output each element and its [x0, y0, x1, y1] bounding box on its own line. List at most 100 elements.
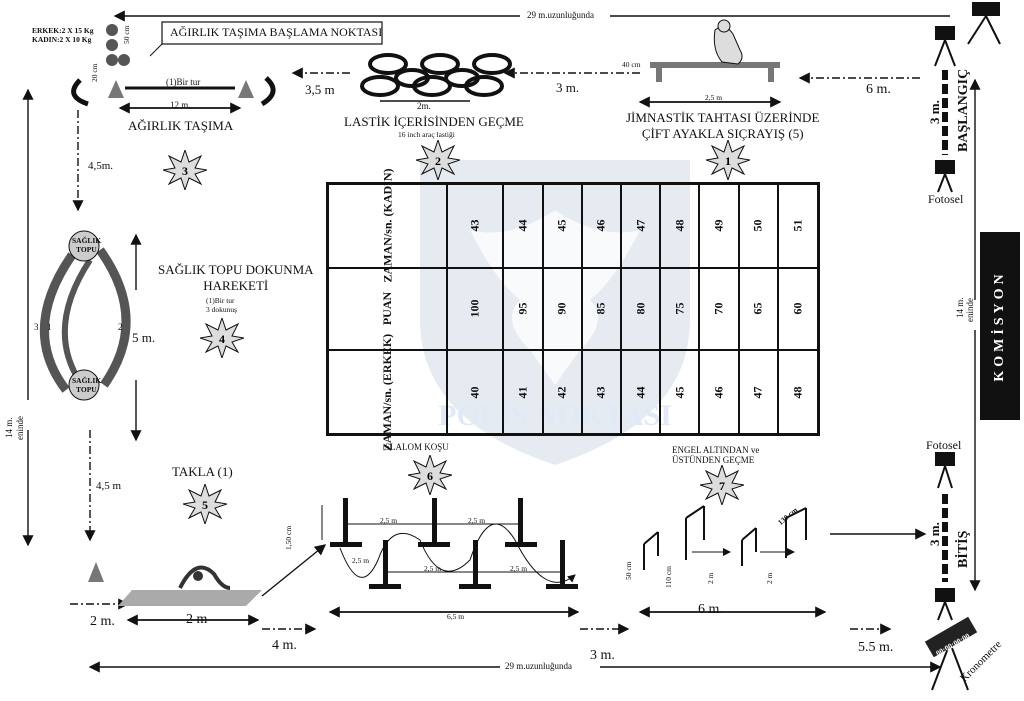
carry-length: 12 m. [170, 100, 191, 110]
table-cell: 45 [541, 182, 583, 269]
table-cell: 43 [446, 182, 505, 269]
slalom-total: 6,5 m [447, 612, 465, 621]
committee-text: KOMİSYON [992, 270, 1007, 382]
station-1-title-line1: JİMNASTİK TAHTASI ÜZERİNDE [626, 110, 820, 125]
station-5-num: 5 [202, 498, 208, 512]
gap-3: 3 m. [556, 80, 580, 95]
slalom-gap-d: 2,5 m [510, 564, 528, 573]
row-label-men: ZAMAN/sn. (ERKEK) [326, 333, 449, 451]
photocell-icon [934, 26, 956, 621]
table-cell: 46 [580, 182, 622, 269]
station-7-badge: 7 [699, 463, 745, 510]
finish-label: BİTİŞ [956, 530, 971, 568]
men-weight: ERKEK:2 X 15 Kg [32, 26, 94, 35]
table-cell: 47 [737, 349, 779, 436]
ball-top-label-b: TOPU [76, 245, 97, 254]
tire-icon [360, 53, 512, 97]
hurdle-icons [643, 505, 807, 570]
cone-icon [108, 80, 124, 98]
station-6-title: SLALOM KOŞU [385, 442, 449, 452]
gap-4-5-bottom: 4,5 m [96, 480, 122, 492]
table-cell: 95 [502, 266, 544, 352]
station-2-badge: 2 [415, 138, 461, 185]
table-cell: 50 [737, 182, 779, 269]
station-1-title-line2: ÇİFT AYAKLA SIÇRAYIŞ (5) [641, 126, 804, 141]
photocell-bottom-label: Fotosel [926, 438, 962, 452]
tire-width: 2m. [417, 101, 431, 111]
station-5-badge: 5 [182, 482, 228, 529]
row-label-points: PUAN [326, 266, 449, 352]
station-4-sub2: 3 dokunuş [206, 305, 238, 314]
table-cell: 65 [737, 266, 779, 352]
ball-loop [39, 230, 131, 401]
station-7-title: ENGEL ALTINDAN ve ÜSTÜNDEN GEÇME [672, 445, 759, 465]
start-width: 3 m. [927, 100, 942, 124]
ball-distance: 5 m. [132, 330, 156, 345]
table-row: ZAMAN/sn. (ERKEK) 40 41 42 43 44 45 46 4… [326, 333, 820, 451]
chronometer-icon [924, 616, 978, 691]
table-cell: 49 [698, 182, 740, 269]
table-cell: 100 [446, 266, 505, 352]
gap-2: 2 m. [90, 614, 115, 629]
table-cell: 80 [619, 266, 662, 352]
hurdle-high: 110 cm [664, 565, 673, 588]
table-cell: 75 [659, 266, 701, 352]
station-4-badge: 4 [199, 316, 245, 363]
women-weight: KADIN:2 X 10 Kg [32, 35, 92, 44]
ball-bottom-label-a: SAĞLIK [72, 376, 102, 385]
table-cell: 45 [659, 349, 701, 436]
finish-width: 3 m. [927, 522, 942, 546]
committee-label: KOMİSYON [980, 232, 1020, 420]
kettlebell-icon [106, 24, 130, 66]
right-side-length-b: eninde [965, 298, 975, 322]
table-row: PUAN 100 95 90 85 80 75 70 65 60 [326, 266, 820, 352]
station-2-sub: 16 inch araç lastiği [398, 130, 455, 139]
table-cell: 48 [776, 349, 820, 436]
cone-height: 20 cm [90, 63, 99, 82]
gap-3-bottom: 3 m. [590, 648, 615, 663]
turn-arrow-icon [71, 78, 89, 107]
one-lap-label: (1)Bir tur [166, 77, 201, 87]
slalom-gap-c: 2,5 m [424, 564, 442, 573]
table-row: ZAMAN/sn. (KADIN) 43 44 45 46 47 48 49 5… [326, 169, 820, 283]
table-cell: 42 [541, 349, 583, 436]
station-3-title: AĞIRLIK TAŞIMA [128, 118, 234, 133]
hurdle-total: 6 m. [698, 602, 723, 617]
slalom-diagonal: 2,5 m [352, 556, 370, 565]
station-7-title-line1: ENGEL ALTINDAN ve [672, 445, 760, 455]
slalom-gap-a: 2,5 m [380, 516, 398, 525]
station-4-title-line1: SAĞLIK TOPU DOKUNMA [158, 262, 314, 277]
table-cell: 70 [698, 266, 740, 352]
right-side-length-a: 14 m. [955, 297, 965, 318]
table-cell: 48 [659, 182, 701, 269]
start-label: BAŞLANGIÇ [956, 68, 971, 152]
gap-4-5-top: 4,5m. [88, 160, 114, 172]
gap-6: 6 m. [866, 82, 891, 97]
station-6-badge: 6 [407, 453, 453, 500]
gap-3-5: 3,5 m [305, 82, 335, 97]
table-cell: 44 [502, 182, 544, 269]
left-side-length-a: 14 m. [4, 417, 14, 438]
gym-bench-icon [650, 19, 780, 82]
slalom-height: 1,50 cm [284, 525, 293, 550]
table-cell: 44 [619, 349, 662, 436]
station-3-badge: 3 [162, 148, 208, 195]
cone-icon [238, 80, 254, 98]
cone-icon [88, 562, 104, 582]
bench-height: 40 cm [622, 60, 641, 69]
hurdle-low: 50 cm [624, 561, 633, 580]
station-6-num: 6 [427, 469, 433, 483]
gym-mat-icon [118, 565, 262, 606]
station-4-sub1: (1)Bir tur [206, 296, 235, 305]
hurdle-gap-a: 2 m [706, 572, 715, 584]
row-label-women: ZAMAN/sn. (KADIN) [326, 169, 449, 283]
mat-length: 2 m [186, 612, 208, 627]
slalom-poles [330, 498, 578, 589]
start-point-box: AĞIRLIK TAŞIMA BAŞLAMA NOKTASI [170, 25, 383, 39]
gap-5-5: 5.5 m. [858, 640, 894, 655]
hurdle-gap-b: 2 m [765, 572, 774, 584]
table-cell: 60 [776, 266, 820, 352]
weight-height: 50 cm [122, 25, 131, 44]
station-7-title-line2: ÜSTÜNDEN GEÇME [672, 455, 755, 465]
station-1-num: 1 [725, 154, 731, 168]
